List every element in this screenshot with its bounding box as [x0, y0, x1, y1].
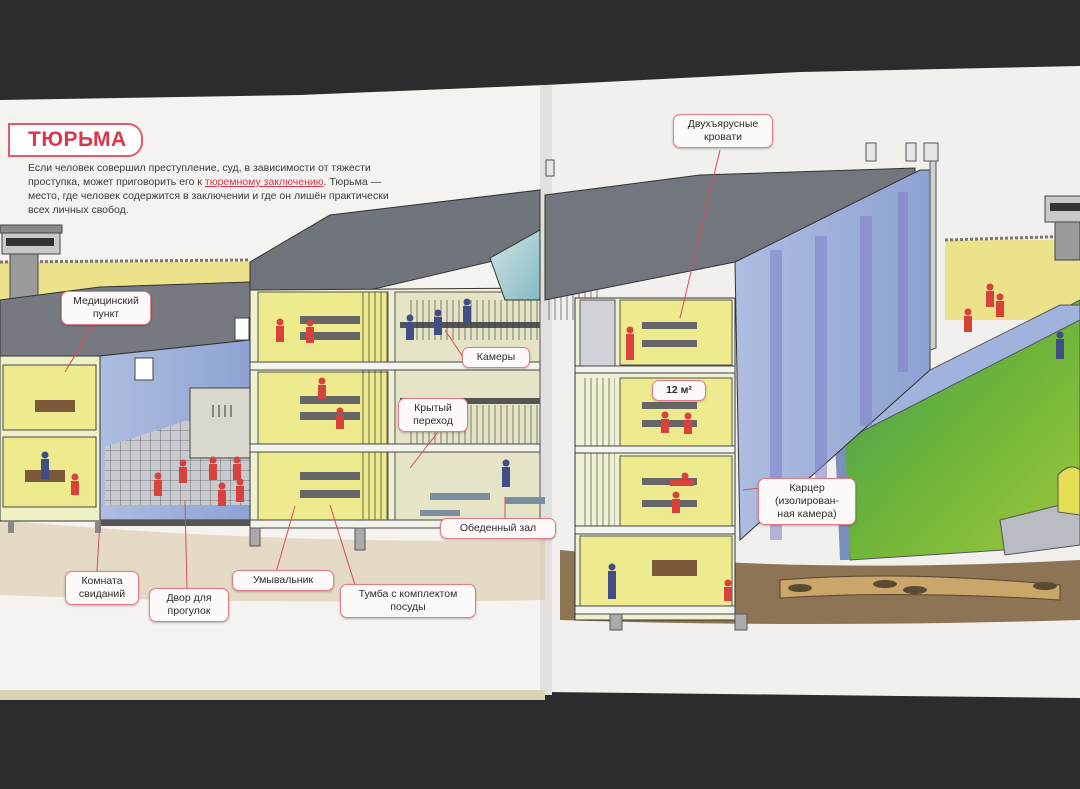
label-washbasin: Умывальник	[232, 570, 334, 591]
label-exercise-yard: Двор для прогулок	[149, 588, 229, 622]
leader-lines	[64, 149, 801, 590]
intro-link-prison-sentence[interactable]: тюремному заключению	[204, 176, 324, 188]
watch-tower-left	[0, 224, 63, 301]
intro-paragraph: Если человек совершил преступление, суд,…	[28, 161, 410, 217]
central-cell-block	[249, 189, 546, 529]
label-cell-area: 12 м²	[652, 380, 706, 401]
label-cells: Камеры	[462, 347, 530, 368]
inmates	[71, 283, 1004, 601]
label-bunk-beds: Двухъярусные кровати	[673, 114, 773, 148]
label-isolation-cell: Карцер (изолирован- ная камера)	[758, 478, 856, 525]
label-medical-unit: Медицинский пункт	[61, 291, 151, 325]
roof-vents	[545, 142, 939, 177]
label-covered-passage: Крытый переход	[398, 398, 468, 432]
intro-text-1: Если человек совершил преступление, суд,…	[28, 162, 371, 188]
label-dining-hall: Обеденный зал	[440, 518, 556, 539]
tunnel-figures	[788, 580, 1057, 594]
right-cell-block	[544, 159, 937, 621]
page-title: ТЮРЬМА	[8, 123, 143, 157]
intro-text-2: . Тюрьма — место, где человек содержится…	[28, 176, 389, 216]
watch-tower-right	[1044, 195, 1080, 261]
guards	[41, 298, 1064, 599]
label-dish-cabinet: Тумба с комплектом посуды	[340, 584, 476, 618]
label-visiting-room: Комната свиданий	[65, 571, 139, 605]
